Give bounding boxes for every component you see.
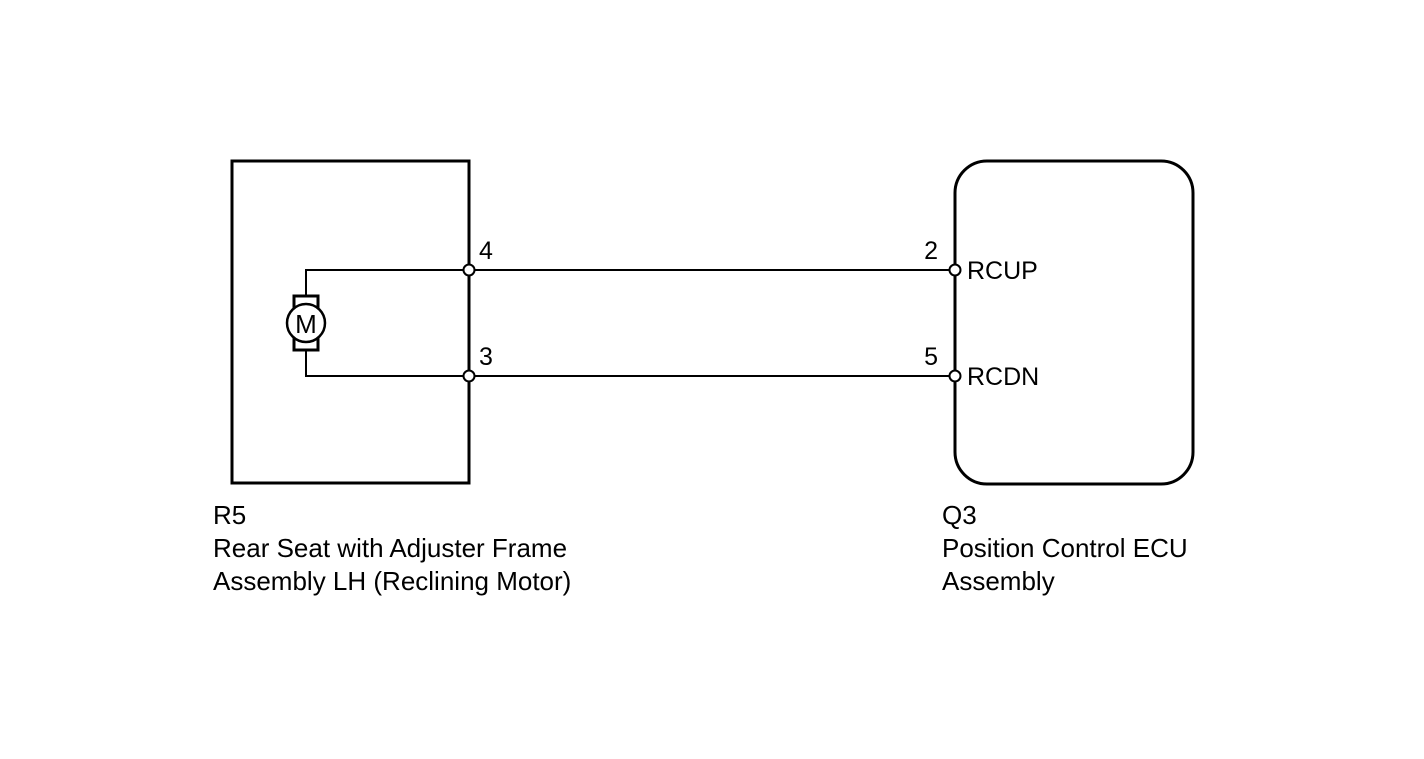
r5-component-name-line1: Rear Seat with Adjuster Frame <box>213 533 567 563</box>
r5-component-name-line2: Assembly LH (Reclining Motor) <box>213 566 571 596</box>
q3-component-name-line1: Position Control ECU <box>942 533 1188 563</box>
q3-component-box <box>953 159 1195 486</box>
r5-component-code: R5 <box>213 500 246 530</box>
terminal-q3-pin-5 <box>948 369 962 383</box>
motor-icon: M <box>285 294 327 352</box>
motor-wiring <box>305 269 469 377</box>
signal-label-rcdn: RCDN <box>967 363 1039 391</box>
signal-label-rcup: RCUP <box>967 257 1038 285</box>
pin-number-q3-top: 2 <box>924 237 938 265</box>
r5-component-box <box>230 159 471 485</box>
q3-component-code: Q3 <box>942 500 977 530</box>
terminal-r5-pin-3 <box>462 369 476 383</box>
pin-number-q3-bottom: 5 <box>924 343 938 371</box>
terminal-r5-pin-4 <box>462 263 476 277</box>
q3-component-name-line2: Assembly <box>942 566 1055 596</box>
pin-number-r5-top: 4 <box>479 237 493 265</box>
motor-symbol-label: M <box>295 309 317 339</box>
terminal-q3-pin-2 <box>948 263 962 277</box>
pin-number-r5-bottom: 3 <box>479 343 493 371</box>
